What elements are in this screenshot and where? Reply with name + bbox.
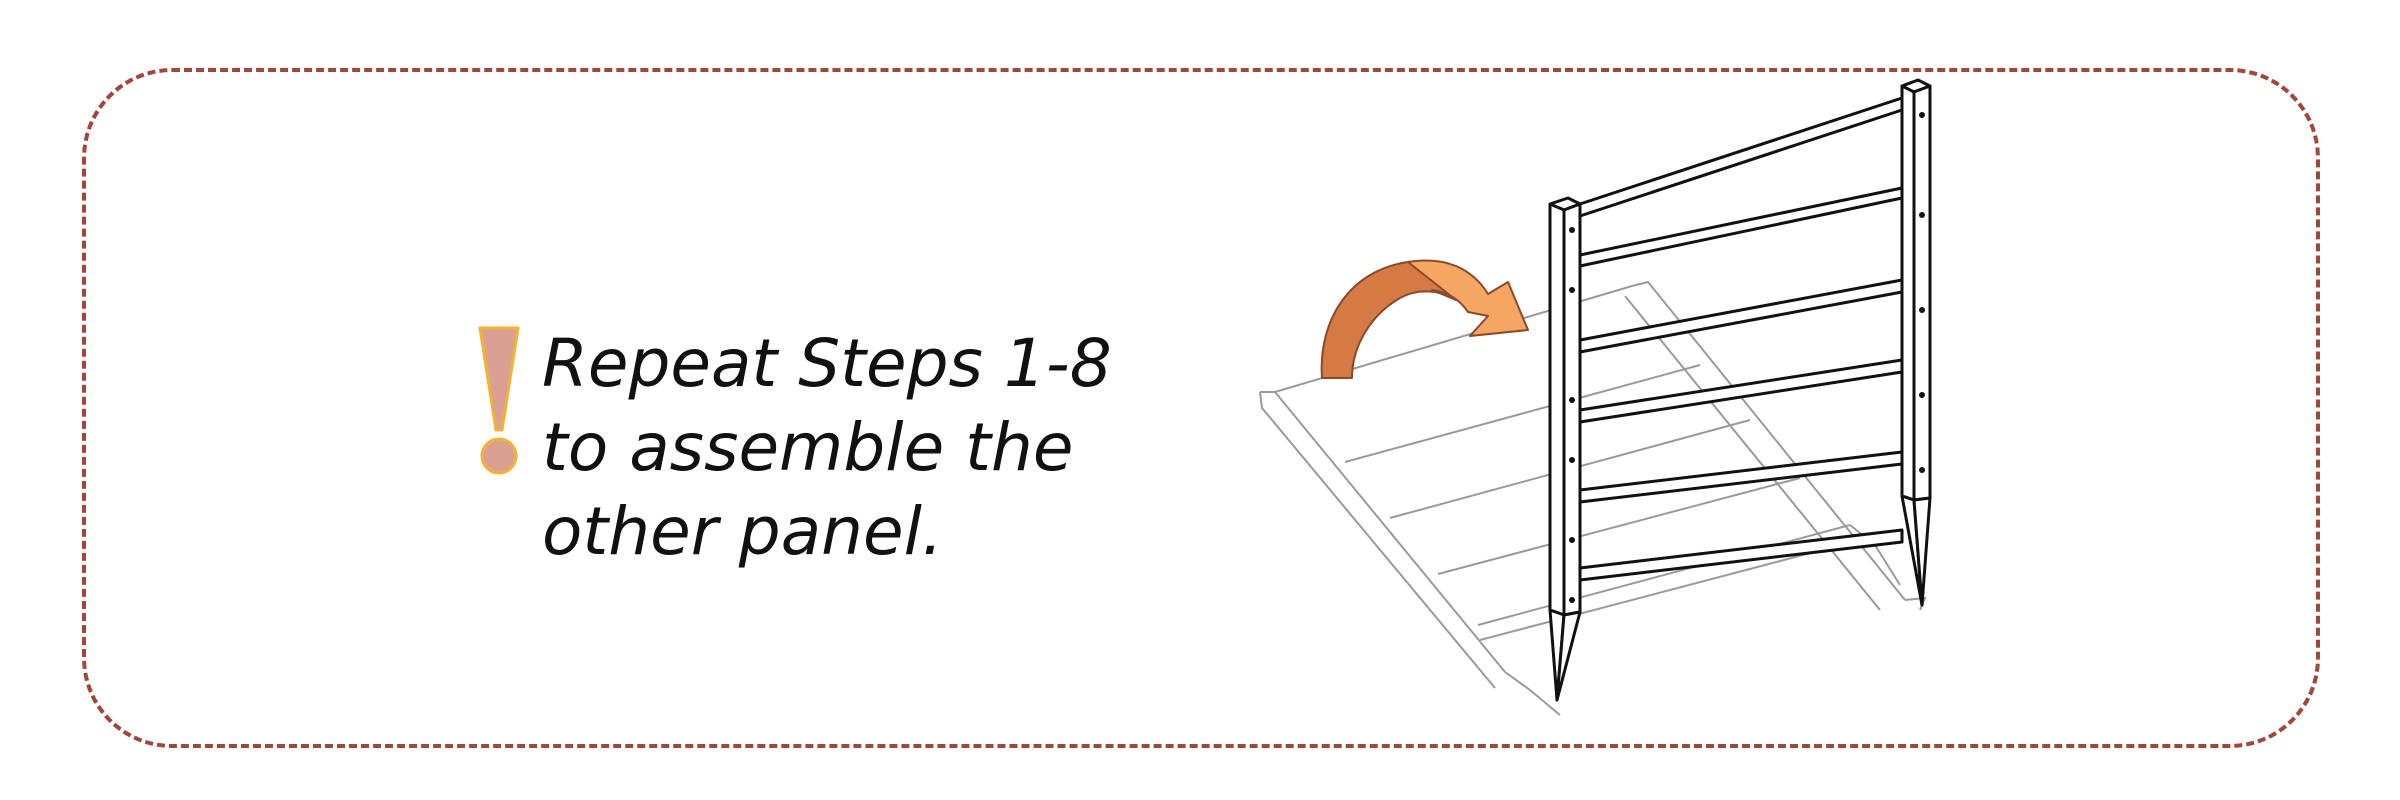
dashed-frame [82,68,2320,748]
instruction-text: Repeat Steps 1-8 to assemble the other p… [542,322,1112,574]
exclamation-icon [478,326,520,475]
lying-panel [1259,280,1927,716]
rotate-arrow-icon [1320,259,1529,379]
instruction-line-3: other panel. [542,493,943,570]
panel-illustration [1259,78,1932,716]
screw-dots [1569,112,1925,603]
instruction-line-1: Repeat Steps 1-8 [542,325,1112,402]
instruction-line-2: to assemble the [542,409,1074,486]
upright-panel [1548,78,1932,702]
